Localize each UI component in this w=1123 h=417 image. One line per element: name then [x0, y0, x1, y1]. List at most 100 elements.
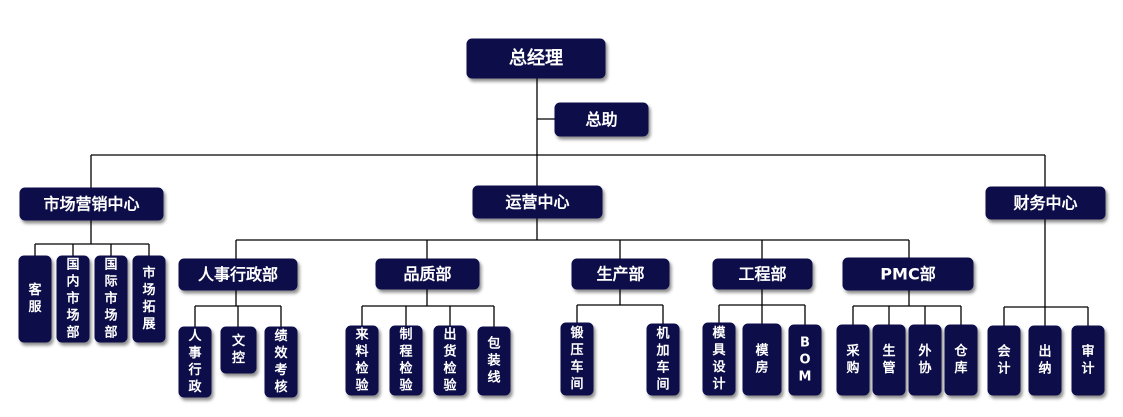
sub-node-hr-admin: 人事行政 — [178, 326, 212, 398]
sub-node-accounting: 会计 — [987, 325, 1021, 396]
center-node-finance: 财务中心 — [985, 186, 1106, 220]
sub-node-machining-workshop-box — [646, 323, 680, 396]
sub-node-purchasing-box — [836, 324, 870, 396]
dept-node-engineering: 工程部 — [712, 258, 813, 290]
sub-node-production-control: 生管 — [872, 324, 906, 396]
connector-lines — [34, 78, 1089, 327]
sub-node-customer-service: 客服 — [18, 255, 52, 343]
sub-node-outsourcing: 外协 — [908, 324, 942, 396]
center-node-operations: 运营中心 — [472, 185, 603, 219]
sub-node-performance-review: 绩效考核 — [264, 326, 298, 398]
sub-node-outsourcing-label: 外协 — [917, 343, 931, 376]
sub-node-document-control: 文控 — [220, 326, 257, 374]
sub-node-machining-workshop: 机加车间 — [646, 323, 680, 396]
sub-node-cashier-box — [1028, 325, 1062, 396]
sub-node-process-inspection-box — [389, 325, 423, 396]
sub-node-market-expansion: 市场拓展 — [132, 255, 166, 343]
dept-node-production-box — [571, 258, 670, 290]
sub-node-mold-room: 模房 — [742, 323, 782, 396]
sub-node-forging-workshop: 锻压车间 — [560, 322, 594, 396]
dept-node-engineering-box — [712, 258, 813, 290]
sub-node-forging-workshop-box — [560, 322, 594, 396]
sub-node-document-control-box — [220, 326, 257, 374]
sub-node-audit-box — [1071, 325, 1105, 396]
sub-node-warehouse: 仓库 — [944, 324, 978, 396]
sub-node-outgoing-inspection: 出货检验 — [433, 325, 467, 396]
sub-node-domestic-market: 国内市场部 — [56, 255, 90, 343]
sub-node-customer-service-label: 客服 — [28, 282, 42, 315]
sub-node-bom-box — [788, 324, 822, 396]
center-node-operations-box — [472, 185, 603, 219]
sub-node-performance-review-label: 绩效考核 — [274, 328, 288, 395]
dept-node-hr-admin-box — [178, 258, 298, 291]
root-node-general-manager-label: 总经理 — [509, 47, 563, 69]
sub-node-outgoing-inspection-label: 出货检验 — [443, 327, 457, 394]
sub-node-mold-design: 模具设计 — [702, 322, 736, 396]
sub-node-packaging-line-box — [477, 326, 511, 396]
center-node-marketing-box — [19, 187, 164, 221]
dept-node-quality-label: 品质部 — [403, 265, 451, 284]
sub-node-international-market: 国际市场部 — [94, 255, 128, 343]
dept-node-hr-admin: 人事行政部 — [178, 258, 298, 291]
sub-node-outgoing-inspection-box — [433, 325, 467, 396]
sub-node-mold-room-label: 模房 — [755, 343, 769, 376]
center-node-operations-label: 运营中心 — [505, 193, 569, 212]
center-node-marketing-label: 市场营销中心 — [43, 195, 139, 214]
sub-node-mold-room-box — [742, 323, 782, 396]
sub-node-domestic-market-box — [56, 255, 90, 343]
sub-node-audit-label: 审计 — [1081, 344, 1094, 377]
dept-node-quality: 品质部 — [375, 258, 480, 290]
sub-node-international-market-box — [94, 255, 128, 343]
sub-node-hr-admin-box — [178, 326, 212, 398]
dept-node-engineering-label: 工程部 — [738, 265, 786, 284]
dept-node-production-label: 生产部 — [596, 265, 644, 284]
sub-node-warehouse-label: 仓库 — [953, 343, 968, 376]
dept-node-production: 生产部 — [571, 258, 670, 290]
assistant-node: 总助 — [554, 102, 649, 137]
sub-node-forging-workshop-label: 锻压车间 — [570, 325, 583, 392]
sub-node-mold-design-box — [702, 322, 736, 396]
assistant-node-label: 总助 — [585, 110, 617, 129]
sub-node-market-expansion-box — [132, 255, 166, 343]
dept-node-hr-admin-label: 人事行政部 — [198, 265, 278, 284]
sub-node-purchasing-label: 采购 — [845, 343, 860, 376]
sub-node-cashier: 出纳 — [1028, 325, 1062, 396]
root-node-general-manager: 总经理 — [466, 38, 606, 79]
sub-node-accounting-label: 会计 — [997, 344, 1011, 377]
sub-node-performance-review-box — [264, 326, 298, 398]
sub-node-incoming-inspection: 来料检验 — [345, 325, 379, 396]
sub-node-warehouse-box — [944, 324, 978, 396]
sub-node-market-expansion-label: 市场拓展 — [142, 265, 156, 332]
sub-node-outsourcing-box — [908, 324, 942, 396]
sub-node-machining-workshop-label: 机加车间 — [655, 326, 669, 393]
dept-node-pmc-label: PMC部 — [880, 265, 935, 284]
sub-node-audit: 审计 — [1071, 325, 1105, 396]
dept-node-pmc: PMC部 — [842, 257, 974, 291]
sub-node-cashier-label: 出纳 — [1038, 344, 1051, 377]
sub-node-domestic-market-label: 国内市场部 — [66, 258, 79, 341]
center-node-finance-label: 财务中心 — [1012, 194, 1077, 213]
center-node-marketing: 市场营销中心 — [19, 187, 164, 221]
sub-node-hr-admin-label: 人事行政 — [187, 328, 202, 395]
root-node-general-manager-box — [466, 38, 606, 79]
dept-node-pmc-box — [842, 257, 974, 291]
sub-node-production-control-label: 生管 — [882, 343, 895, 376]
sub-node-international-market-label: 国际市场部 — [104, 258, 117, 341]
sub-node-accounting-box — [987, 325, 1021, 396]
sub-node-packaging-line: 包装线 — [477, 326, 511, 396]
sub-node-process-inspection-label: 制程检验 — [399, 327, 413, 394]
sub-node-purchasing: 采购 — [836, 324, 870, 396]
sub-node-document-control-label: 文控 — [232, 333, 246, 366]
center-node-finance-box — [985, 186, 1106, 220]
sub-node-incoming-inspection-label: 来料检验 — [354, 327, 369, 394]
sub-node-incoming-inspection-box — [345, 325, 379, 396]
dept-node-quality-box — [375, 258, 480, 290]
sub-node-customer-service-box — [18, 255, 52, 343]
assistant-node-box — [554, 102, 649, 137]
sub-node-packaging-line-label: 包装线 — [486, 336, 500, 386]
sub-node-process-inspection: 制程检验 — [389, 325, 423, 396]
sub-node-mold-design-label: 模具设计 — [712, 325, 726, 392]
